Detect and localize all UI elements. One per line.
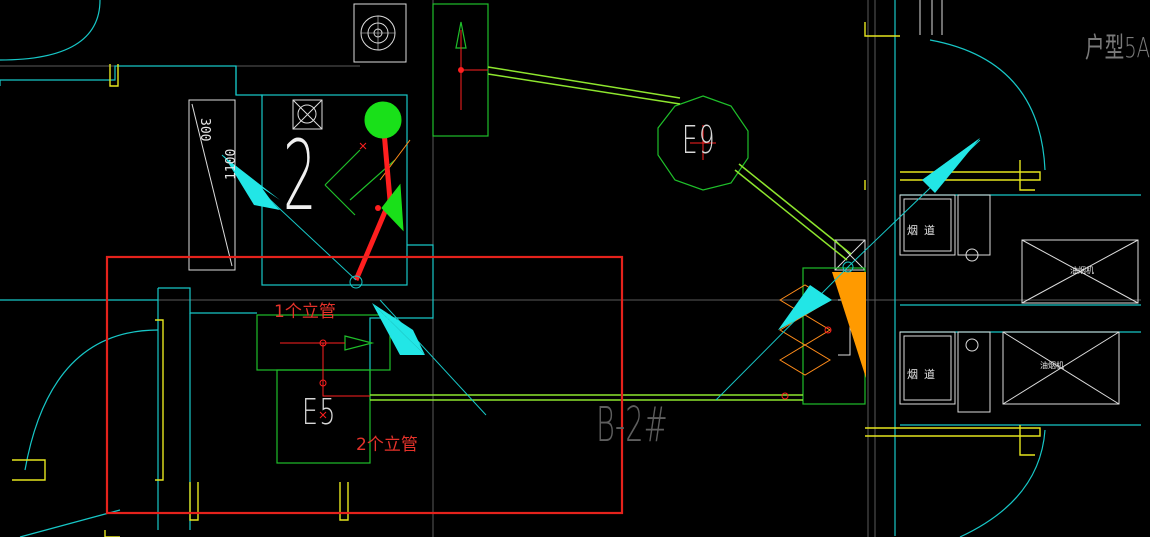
cooker-label-1: 油烟机 xyxy=(1070,266,1094,275)
shaft-e5-label: E5 xyxy=(302,392,337,433)
green-fixtures xyxy=(364,101,404,232)
riser-two-label: 2个立管 xyxy=(356,435,418,455)
cyan-markers xyxy=(222,138,980,355)
unit-type-label: 户型5A xyxy=(1085,31,1150,64)
cooker-label-2: 油烟机 xyxy=(1040,361,1064,370)
marker-arrow-1 xyxy=(224,156,280,210)
big-digit-label: 2 xyxy=(283,120,317,232)
shaft-e9-outline xyxy=(657,95,749,191)
marker-arrow-5 xyxy=(778,285,832,330)
leader-lines xyxy=(221,139,981,416)
green-pipes xyxy=(370,66,852,401)
riser-one-label: 1个立管 xyxy=(274,302,336,322)
marker-arrow-3 xyxy=(372,303,425,355)
highlight-rect xyxy=(105,255,624,515)
shaft-e9-label: E9 xyxy=(682,118,716,162)
orange-triangle xyxy=(832,272,866,378)
flue-label-1: 烟道 xyxy=(907,224,941,237)
door-symbols xyxy=(12,22,1041,537)
red-pipes xyxy=(280,30,832,419)
flue-label-2: 烟道 xyxy=(907,368,941,381)
dimension-1100: 1100 xyxy=(224,148,239,180)
marker-arrow-7 xyxy=(922,138,980,180)
green-shaft-boxes xyxy=(256,3,866,464)
building-label: B-2# xyxy=(596,397,668,453)
dimension-300: 300 xyxy=(197,118,212,142)
structure-lines xyxy=(188,0,1139,413)
